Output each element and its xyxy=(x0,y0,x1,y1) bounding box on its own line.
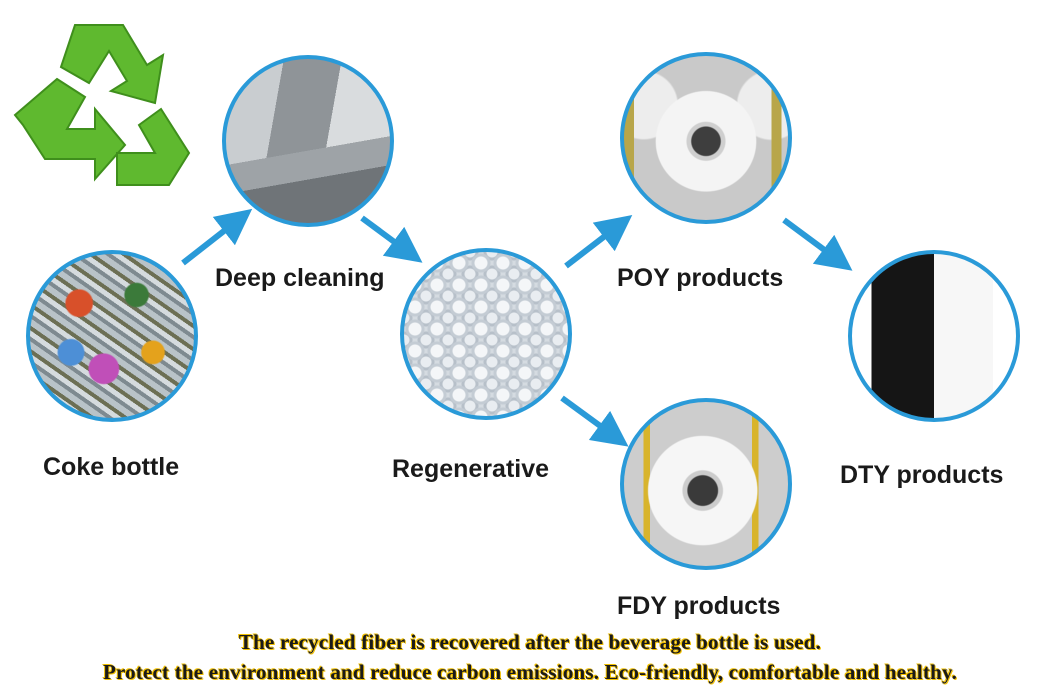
arrow-bottle-to-cleaning xyxy=(181,208,253,266)
dty-products-image xyxy=(848,250,1020,422)
caption-line-2: Protect the environment and reduce carbo… xyxy=(102,660,958,684)
fdy-products-image xyxy=(620,398,792,570)
caption-line-1: The recycled fiber is recovered after th… xyxy=(238,630,822,654)
regenerative-label: Regenerative xyxy=(392,455,550,483)
arrow-regenerative-to-fdy xyxy=(560,395,629,447)
regenerative-image xyxy=(400,248,572,420)
arrow-poy-to-dty xyxy=(782,217,853,271)
arrow-regenerative-to-poy xyxy=(564,215,633,269)
poy-products-image xyxy=(620,52,792,224)
deep-cleaning-label: Deep cleaning xyxy=(215,264,385,292)
dty-products-label: DTY products xyxy=(840,461,1004,489)
recycle-icon xyxy=(13,24,191,186)
coke-bottle-image xyxy=(26,250,198,422)
deep-cleaning-image xyxy=(222,55,394,227)
arrow-cleaning-to-regenerative xyxy=(360,215,423,263)
poy-products-label: POY products xyxy=(617,264,784,292)
fdy-products-label: FDY products xyxy=(617,592,781,620)
coke-bottle-label: Coke bottle xyxy=(43,453,180,481)
